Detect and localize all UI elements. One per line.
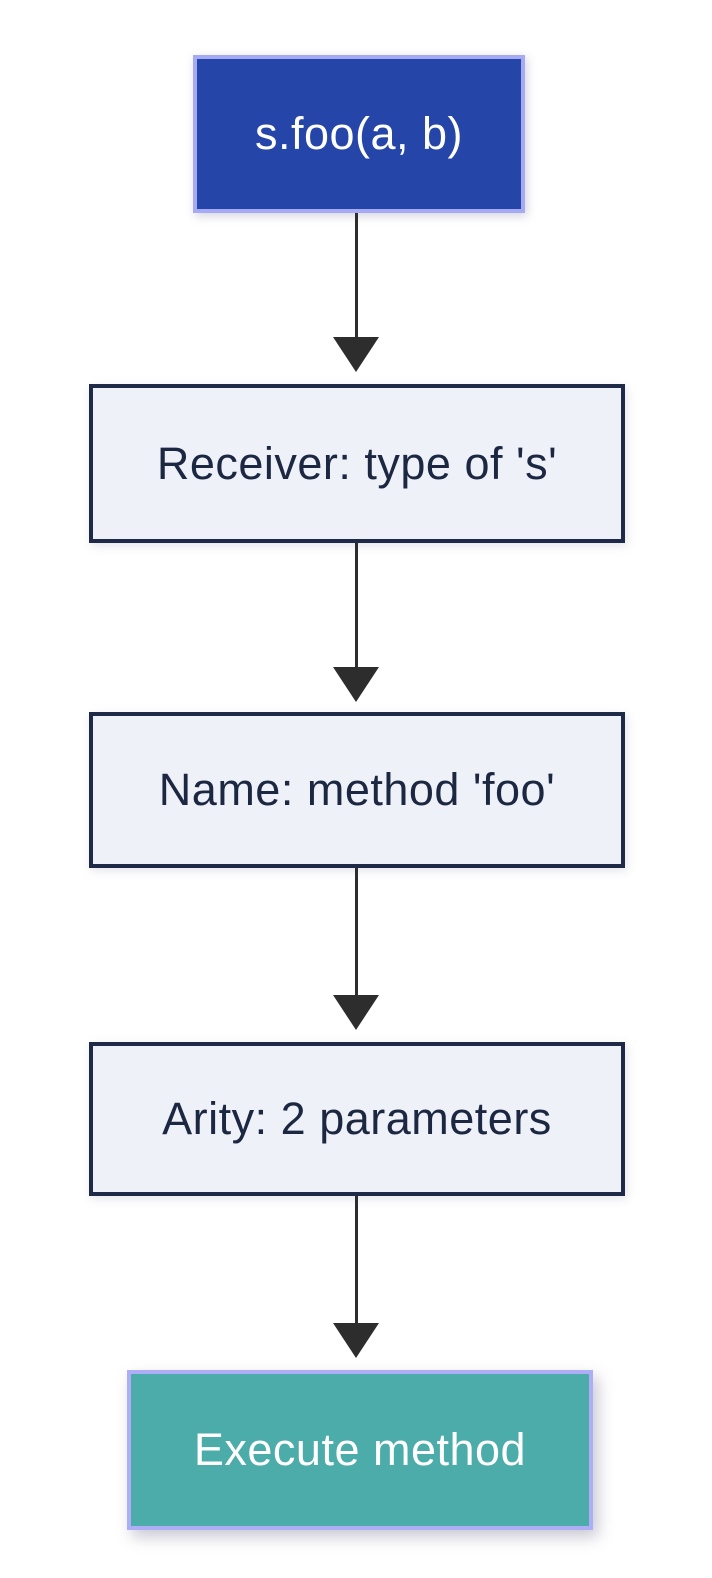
- node-method-call: s.foo(a, b): [193, 55, 525, 213]
- node-execute-method: Execute method: [127, 1370, 593, 1530]
- arrow-line-name-to-arity: [355, 868, 358, 997]
- node-arity-label: Arity: 2 parameters: [162, 1093, 552, 1145]
- node-arity: Arity: 2 parameters: [89, 1042, 625, 1196]
- node-receiver: Receiver: type of 's': [89, 384, 625, 543]
- node-receiver-label: Receiver: type of 's': [156, 437, 558, 489]
- arrow-down-icon: [333, 337, 379, 372]
- arrow-down-icon: [333, 995, 379, 1030]
- node-method-name-label: Name: method 'foo': [158, 764, 556, 816]
- node-method-call-label: s.foo(a, b): [254, 108, 464, 160]
- arrow-line-receiver-to-name: [355, 543, 358, 669]
- arrow-line-arity-to-execute: [355, 1196, 358, 1325]
- node-method-name: Name: method 'foo': [89, 712, 625, 868]
- node-execute-method-label: Execute method: [193, 1424, 527, 1476]
- arrow-down-icon: [333, 667, 379, 702]
- arrow-down-icon: [333, 1323, 379, 1358]
- arrow-line-call-to-receiver: [355, 213, 358, 339]
